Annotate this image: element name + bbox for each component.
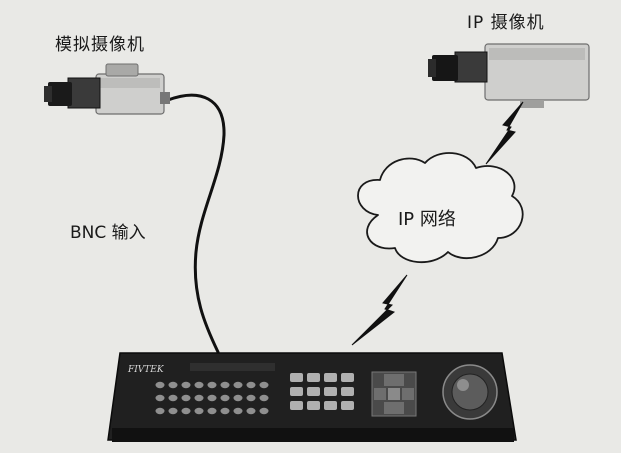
dvr-key	[324, 401, 337, 410]
dvr-button	[246, 407, 256, 415]
dvr-key	[307, 387, 320, 396]
dvr-button	[220, 407, 230, 415]
dvr-button	[155, 394, 165, 402]
dvr-key	[341, 401, 354, 410]
dvr-button	[194, 394, 204, 402]
bnc-cable	[166, 93, 226, 354]
dvr-button	[207, 394, 217, 402]
dvr-button	[246, 381, 256, 389]
dvr-button	[194, 407, 204, 415]
ip-camera-icon	[428, 43, 590, 108]
dvr-key	[324, 387, 337, 396]
dvr-button	[181, 407, 191, 415]
dvr-dpad	[371, 371, 417, 417]
dvr-button	[207, 381, 217, 389]
dvr-jog-dial	[442, 364, 498, 420]
dvr-button	[155, 381, 165, 389]
dvr-button-grid	[155, 381, 269, 415]
dvr-button	[259, 394, 269, 402]
dvr-button	[194, 381, 204, 389]
lightning-bolt-icon	[351, 274, 408, 346]
dvr-button	[155, 407, 165, 415]
dvr-key	[324, 373, 337, 382]
dvr-keypad	[290, 373, 354, 410]
dvr-button	[168, 381, 178, 389]
dvr-key	[307, 401, 320, 410]
ip-camera-label: IP 摄像机	[467, 13, 545, 33]
dvr-key	[290, 401, 303, 410]
dvr-button	[233, 381, 243, 389]
dvr-button	[220, 381, 230, 389]
lightning-bolt-icon	[485, 101, 524, 165]
cloud-icon	[357, 152, 524, 264]
dvr-key	[341, 373, 354, 382]
dvr-key	[307, 373, 320, 382]
dvr-button	[181, 394, 191, 402]
dvr-key	[341, 387, 354, 396]
dvr-button	[168, 394, 178, 402]
analog-camera-label: 模拟摄像机	[55, 35, 145, 55]
dvr-brand: FIVTEK	[127, 365, 165, 375]
dvr-button	[181, 381, 191, 389]
dvr-button	[246, 394, 256, 402]
dvr-key	[290, 373, 303, 382]
analog-camera-icon	[44, 63, 170, 115]
dvr-button	[233, 394, 243, 402]
dvr-button	[207, 407, 217, 415]
dvr-button	[233, 407, 243, 415]
dvr-button	[168, 407, 178, 415]
dvr-icon: FIVTEK	[107, 352, 517, 442]
dvr-key	[290, 387, 303, 396]
dvr-button	[259, 381, 269, 389]
dvr-button	[259, 407, 269, 415]
dvr-button	[220, 394, 230, 402]
bnc-input-label: BNC 输入	[70, 223, 146, 243]
ip-network-label: IP 网络	[398, 209, 456, 230]
